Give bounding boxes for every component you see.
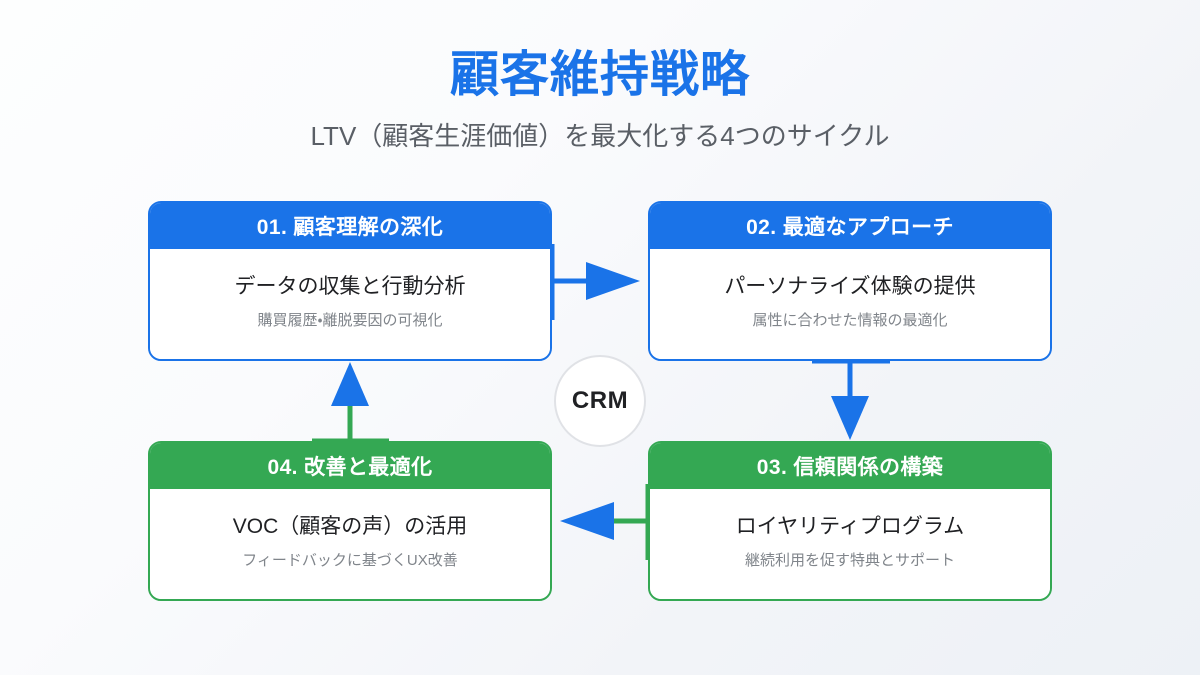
arrow-03-to-04-icon [560,484,651,560]
card-03-main-text: ロイヤリティプログラム [735,515,965,539]
card-04-main-text: VOC（顧客の声）の活用 [232,515,468,539]
card-02-optimal-approach[interactable]: 02. 最適なアプローチ パーソナライズ体験の提供 属性に合わせた情報の最適化 [648,201,1052,361]
card-02-sub-text: 属性に合わせた情報の最適化 [752,312,948,330]
arrow-04-to-01-icon [312,362,389,444]
page-subtitle: LTV（顧客生涯価値）を最大化する4つのサイクル [310,121,890,151]
page-title: 顧客維持戦略 [449,48,750,102]
card-04-header: 04. 改善と最適化 [150,443,550,489]
arrow-02-to-03-icon [812,358,890,440]
card-03-header: 03. 信頼関係の構築 [650,443,1050,489]
card-01-header: 01. 顧客理解の深化 [150,203,550,249]
card-03-body: ロイヤリティプログラム 継続利用を促す特典とサポート [650,489,1050,599]
card-04-sub-text: フィードバックに基づくUX改善 [242,552,458,570]
card-01-body: データの収集と行動分析 購買履歴・離脱要因の可視化 [150,249,550,359]
card-04-improvement-optimization[interactable]: 04. 改善と最適化 VOC（顧客の声）の活用 フィードバックに基づくUX改善 [148,441,552,601]
card-01-customer-understanding[interactable]: 01. 顧客理解の深化 データの収集と行動分析 購買履歴・離脱要因の可視化 [148,201,552,361]
center-hub-crm: CRM [554,355,646,447]
card-02-main-text: パーソナライズ体験の提供 [724,275,976,299]
card-01-main-text: データの収集と行動分析 [234,275,466,299]
card-04-body: VOC（顧客の声）の活用 フィードバックに基づくUX改善 [150,489,550,599]
card-02-body: パーソナライズ体験の提供 属性に合わせた情報の最適化 [650,249,1050,359]
card-03-sub-text: 継続利用を促す特典とサポート [744,552,955,570]
card-02-header: 02. 最適なアプローチ [650,203,1050,249]
card-03-trust-building[interactable]: 03. 信頼関係の構築 ロイヤリティプログラム 継続利用を促す特典とサポート [648,441,1052,601]
card-01-sub-text: 購買履歴・離脱要因の可視化 [257,312,443,330]
arrow-01-to-02-icon [549,244,640,320]
